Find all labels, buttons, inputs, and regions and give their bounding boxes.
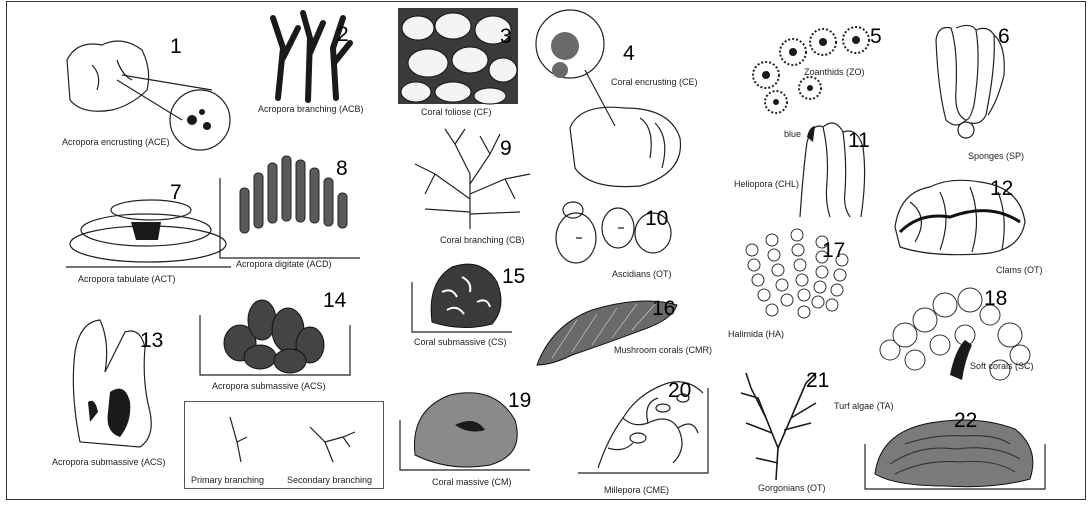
caption-coral-branching: Coral branching (CB) [440, 236, 525, 245]
branching-legend-box: Primary branching Secondary branching [184, 401, 384, 489]
figure-number-14: 14 [323, 290, 346, 311]
figure-number-2: 2 [337, 24, 349, 45]
figure-number-16: 16 [652, 298, 675, 319]
caption-acropora-encrusting: Acropora encrusting (ACE) [62, 138, 170, 147]
figure-number-4: 4 [623, 43, 635, 64]
caption-primary-branching: Primary branching [191, 476, 264, 485]
figure-number-15: 15 [502, 266, 525, 287]
soft-corals-illustration [870, 280, 1040, 390]
caption-blue: blue [784, 130, 801, 139]
figure-number-11: 11 [848, 130, 870, 151]
figure-number-5: 5 [870, 26, 882, 47]
caption-coral-massive: Coral massive (CM) [432, 478, 512, 487]
caption-acropora-submassive-13: Acropora submassive (ACS) [52, 458, 166, 467]
caption-coral-submassive: Coral submassive (CS) [414, 338, 507, 347]
caption-mushroom-corals: Mushroom corals (CMR) [614, 346, 712, 355]
caption-coral-encrusting: Coral encrusting (CE) [611, 78, 698, 87]
caption-ascidians: Ascidians (OT) [612, 270, 672, 279]
figure-number-22: 22 [954, 410, 977, 431]
figure-number-19: 19 [508, 390, 531, 411]
acropora-encrusting-illustration [62, 30, 232, 140]
caption-sponges: Sponges (SP) [968, 152, 1024, 161]
caption-heliopora: Heliopora (CHL) [734, 180, 799, 189]
figure-number-18: 18 [984, 288, 1007, 309]
caption-secondary-branching: Secondary branching [287, 476, 372, 485]
coral-submassive-illustration [412, 252, 512, 337]
figure-number-8: 8 [336, 158, 348, 179]
figure-number-1: 1 [170, 36, 182, 57]
figure-number-13: 13 [140, 330, 163, 351]
caption-millepora: Millepora (CME) [604, 486, 669, 495]
coral-encrusting-illustration [530, 8, 700, 193]
caption-clams: Clams (OT) [996, 266, 1043, 275]
acropora-tabulate-illustration [66, 182, 231, 270]
figure-number-17: 17 [822, 240, 845, 261]
caption-acropora-submassive-14: Acropora submassive (ACS) [212, 382, 326, 391]
caption-acropora-tabulate: Acropora tabulate (ACT) [78, 275, 176, 284]
figure-number-21: 21 [806, 370, 829, 391]
coral-foliose-illustration [398, 8, 518, 104]
figure-number-10: 10 [645, 208, 668, 229]
caption-halimida: Halimida (HA) [728, 330, 784, 339]
caption-coral-foliose: Coral foliose (CF) [421, 108, 492, 117]
figure-number-3: 3 [500, 26, 512, 47]
figure-number-12: 12 [990, 178, 1013, 199]
caption-zoanthids: Zoanthids (ZO) [804, 68, 865, 77]
caption-acropora-branching: Acropora branching (ACB) [258, 105, 364, 114]
caption-gorgonians: Gorgonians (OT) [758, 484, 826, 493]
caption-acropora-digitate: Acropora digitate (ACD) [236, 260, 332, 269]
figure-number-9: 9 [500, 138, 512, 159]
figure-number-6: 6 [998, 26, 1010, 47]
figure-number-20: 20 [668, 380, 691, 401]
figure-number-7: 7 [170, 182, 182, 203]
caption-soft-corals: Soft corals (SC) [970, 362, 1034, 371]
coral-branching-illustration [405, 124, 535, 232]
